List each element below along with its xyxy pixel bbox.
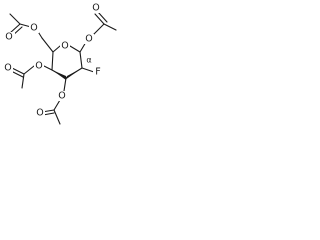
bond-carbonyl-ml-a bbox=[11, 67, 25, 75]
acetyl-mid-left-ester-oxygen-label: O bbox=[35, 61, 42, 72]
bond-c4-c5 bbox=[51, 51, 54, 71]
bond-ch2-c5 bbox=[41, 37, 54, 53]
acetyl-bottom-carbonyl-oxygen-label: O bbox=[36, 108, 43, 119]
wedge-c4-c3 bbox=[52, 70, 66, 80]
bond-carbonyl-tl-a bbox=[9, 23, 21, 34]
bond-methyl-tr bbox=[103, 23, 117, 31]
structure-diagram: O O O O O O O O O F α bbox=[3, 3, 117, 125]
bond-c1-c2 bbox=[79, 51, 83, 69]
acetyl-top-right-carbonyl-oxygen-label: O bbox=[92, 3, 99, 14]
bond-carbonyl-tr-a bbox=[94, 13, 105, 25]
atom-label-layer: O O O O O O O O O F α bbox=[3, 3, 103, 119]
bond-o-carbonyl-b bbox=[53, 99, 61, 111]
bond-methyl-b bbox=[53, 109, 61, 125]
acetyl-mid-left-carbonyl-oxygen-label: O bbox=[4, 63, 11, 74]
acetyl-top-left-ester-oxygen-label: O bbox=[30, 23, 37, 34]
wedge-layer bbox=[52, 68, 82, 80]
ring-oxygen-label: O bbox=[61, 41, 68, 52]
wedge-c2-c3 bbox=[65, 68, 82, 80]
fluorine-label: F bbox=[95, 67, 100, 78]
acetyl-bottom-ester-oxygen-label: O bbox=[58, 91, 65, 102]
bond-methyl-ml bbox=[21, 73, 25, 89]
bond-ring-o-c1 bbox=[69, 45, 81, 53]
bond-c3-o bbox=[63, 77, 67, 92]
acetyl-top-left-carbonyl-oxygen-label: O bbox=[5, 32, 12, 43]
bond-c2-f bbox=[81, 67, 95, 73]
alpha-stereo-marker: α bbox=[86, 56, 91, 65]
bond-o-carbonyl-ml bbox=[23, 65, 35, 75]
bond-methyl-tl bbox=[9, 13, 21, 25]
bond-c4-o bbox=[43, 65, 53, 71]
acetyl-top-right-ester-oxygen-label: O bbox=[85, 34, 92, 45]
bond-carbonyl-tr-b bbox=[97, 11, 108, 23]
bond-c5-ring-o bbox=[52, 45, 61, 53]
